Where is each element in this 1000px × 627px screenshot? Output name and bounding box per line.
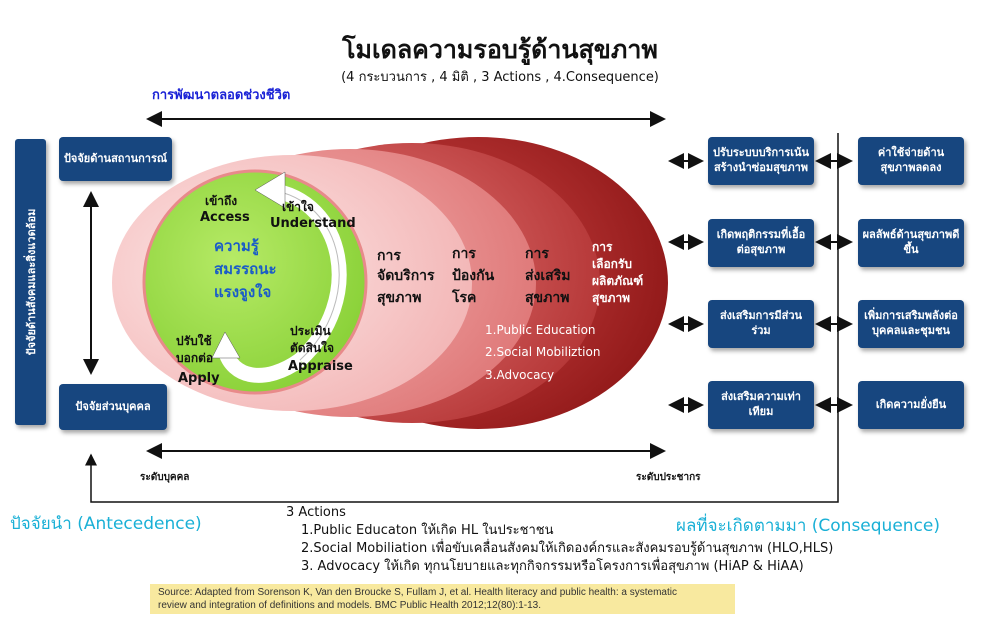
source-highlight xyxy=(150,584,735,614)
actions-item-1: 1.Public Educaton ให้เกิด HL ในประชาชน xyxy=(301,523,554,538)
middle-box-3: ส่งเสริมการมีส่วนร่วม xyxy=(708,300,814,348)
right-box-1-label: ค่าใช้จ่ายด้านสุขภาพลดลง xyxy=(877,146,945,174)
situational-factor-label: ปัจจัยด้านสถานการณ์ xyxy=(63,151,168,165)
right-box-4: เกิดความยั่งยืน xyxy=(858,381,964,429)
personal-factor-label: ปัจจัยส่วนบุคคล xyxy=(75,399,151,413)
right-box-1: ค่าใช้จ่ายด้านสุขภาพลดลง xyxy=(858,137,964,185)
understand-arrowhead xyxy=(254,171,286,209)
apply-th1: ปรับใช้ xyxy=(176,333,212,348)
understand-curve-arrow xyxy=(268,182,347,366)
personal-factor-box: ปัจจัยส่วนบุคคล xyxy=(59,384,167,430)
appraise-en: Appraise xyxy=(288,359,353,374)
right-box-2: ผลลัพธ์ด้านสุขภาพดีขึ้น xyxy=(858,219,964,267)
right-box-2-label: ผลลัพธ์ด้านสุขภาพดีขึ้น xyxy=(862,228,960,256)
domain-2-l2: ป้องกัน xyxy=(452,268,495,284)
diagram-subtitle: (4 กระบวนการ , 4 มิติ , 3 Actions , 4.Co… xyxy=(341,70,659,85)
center-knowledge: ความรู้ xyxy=(214,237,260,256)
appraise-th1: ประเมิน xyxy=(290,324,332,338)
source-line-2: review and integration of definitions an… xyxy=(158,600,541,611)
domain-3-l1: การ xyxy=(525,246,549,262)
right-box-4-label: เกิดความยั่งยืน xyxy=(875,397,947,411)
apply-arrowhead xyxy=(211,331,241,359)
middle-box-2: เกิดพฤติกรรมที่เอื้อต่อสุขภาพ xyxy=(708,219,814,267)
right-box-3-label: เพิ่มการเสริมพลังต่อบุคคลและชุมชน xyxy=(864,309,958,337)
actions-item-2: 2.Social Mobiliation เพื่อขับเคลื่อนสังค… xyxy=(301,541,834,556)
appraise-th2: ตัดสินใจ xyxy=(290,340,334,355)
actions-heading: 3 Actions xyxy=(286,505,346,520)
domain-3-l3: สุขภาพ xyxy=(525,290,569,306)
domain-4-l4: สุขภาพ xyxy=(592,291,630,306)
middle-box-1: ปรับระบบบริการเน้นสร้างนำซ่อมสุขภาพ xyxy=(708,137,814,185)
access-th: เข้าถึง xyxy=(205,194,237,208)
inner-action-2: 2.Social Mobiliztion xyxy=(485,345,600,359)
situational-factor-box: ปัจจัยด้านสถานการณ์ xyxy=(59,137,172,181)
inner-action-1: 1.Public Education xyxy=(485,323,596,337)
source-citation: Source: Adapted from Sorenson K, Van den… xyxy=(158,586,738,612)
understand-th: เข้าใจ xyxy=(282,199,314,214)
center-competency: สมรรถนะ xyxy=(214,260,277,278)
domain-1-l3: สุขภาพ xyxy=(377,290,421,306)
center-motivation: แรงจูงใจ xyxy=(214,283,271,302)
antecedence-label: ปัจจัยนำ (Antecedence) xyxy=(10,514,202,534)
middle-box-3-label: ส่งเสริมการมีส่วนร่วม xyxy=(719,309,803,337)
understand-curve-arrow-edge xyxy=(269,189,340,361)
right-box-3: เพิ่มการเสริมพลังต่อบุคคลและชุมชน xyxy=(858,300,964,348)
social-environment-bar: ปัจจัยด้านสังคมและสิ่งแวดล้อม xyxy=(15,139,46,425)
domain-1-l2: จัดบริการ xyxy=(377,268,435,284)
actions-block: 3 Actions 1.Public Educaton ให้เกิด HL ใ… xyxy=(286,504,833,576)
level-population: ระดับประชากร xyxy=(636,471,701,483)
middle-box-1-label: ปรับระบบบริการเน้นสร้างนำซ่อมสุขภาพ xyxy=(712,146,810,174)
middle-box-4-label: ส่งเสริมความเท่าเทียม xyxy=(721,390,801,418)
domain-2-l1: การ xyxy=(452,246,476,262)
domain-2-l3: โรค xyxy=(451,288,476,306)
domain-3-l2: ส่งเสริม xyxy=(525,268,570,284)
middle-box-2-label: เกิดพฤติกรรมที่เอื้อต่อสุขภาพ xyxy=(716,228,806,256)
middle-box-4: ส่งเสริมความเท่าเทียม xyxy=(708,381,814,429)
lifespan-label: การพัฒนาตลอดช่วงชีวิต xyxy=(152,88,291,103)
apply-en: Apply xyxy=(178,371,220,386)
domain-4-l1: การ xyxy=(592,240,613,254)
domain-4-l3: ผลิตภัณฑ์ xyxy=(592,274,643,288)
access-en: Access xyxy=(200,210,250,225)
domain-1-l1: การ xyxy=(377,248,401,264)
understand-en: Understand xyxy=(270,216,356,231)
source-line-1: Source: Adapted from Sorenson K, Van den… xyxy=(158,587,677,598)
apply-th2: บอกต่อ xyxy=(176,351,213,365)
diagram-title: โมเดลความรอบรู้ด้านสุขภาพ xyxy=(342,35,658,64)
actions-item-3: 3. Advocacy ให้เกิด ทุกนโยบายและทุกกิจกร… xyxy=(301,559,804,574)
domain-4-l2: เลือกรับ xyxy=(592,257,632,271)
consequence-label: ผลที่จะเกิดตามมา (Consequence) xyxy=(676,516,940,536)
level-individual: ระดับบุคคล xyxy=(140,471,189,483)
inner-action-3: 3.Advocacy xyxy=(485,368,554,382)
